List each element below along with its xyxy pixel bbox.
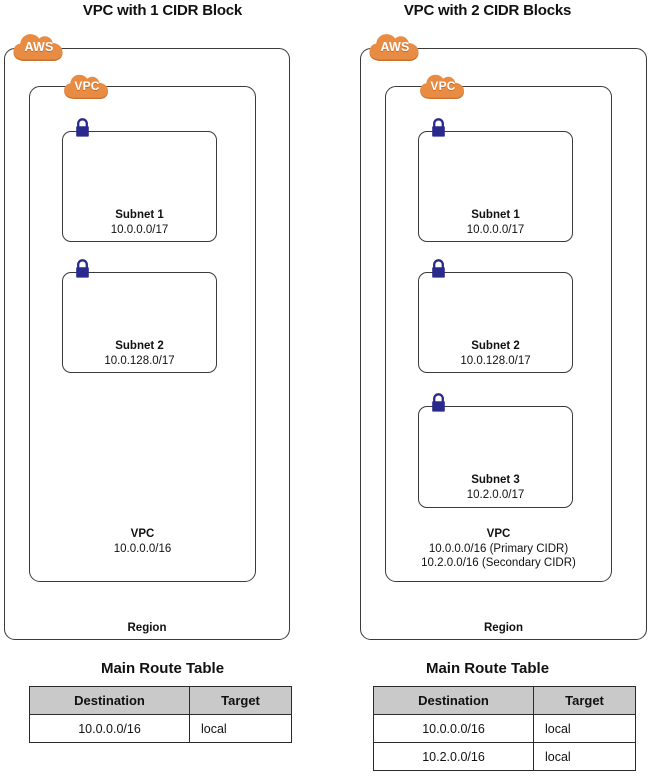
- subnet-2-cidr: 10.0.128.0/17: [104, 354, 175, 367]
- cell-target: local: [533, 714, 636, 743]
- lock-icon: [74, 259, 91, 280]
- aws-cloud-icon: AWS: [367, 32, 423, 64]
- subnet-1-title: Subnet 1: [115, 209, 164, 221]
- diagram-panel-dual-cidr: VPC with 2 CIDR Blocks Subnet 1 10.0.0.0…: [325, 0, 650, 776]
- subnet-1-cidr: 10.0.0.0/17: [110, 223, 169, 236]
- vpc-title: VPC: [486, 528, 511, 540]
- column-header-target: Target: [189, 686, 292, 715]
- subnet-3-cidr: 10.2.0.0/17: [466, 488, 525, 501]
- main-route-table: Destination Target 10.0.0.0/16 local 10.…: [373, 686, 636, 771]
- subnet-1-cidr: 10.0.0.0/17: [466, 223, 525, 236]
- table-header-row: Destination Target: [373, 686, 636, 715]
- table-header-row: Destination Target: [29, 686, 292, 715]
- vpc-cidr-primary: 10.0.0.0/16 (Primary CIDR): [428, 542, 569, 555]
- subnet-2-label: Subnet 2 10.0.128.0/17: [62, 339, 217, 368]
- route-table-title: Main Route Table: [100, 660, 225, 677]
- column-header-destination: Destination: [29, 686, 190, 715]
- lock-icon: [74, 118, 91, 139]
- cell-target: local: [533, 742, 636, 771]
- aws-cloud-icon: AWS: [11, 32, 67, 64]
- cell-target: local: [189, 714, 292, 743]
- region-label: Region: [484, 622, 523, 634]
- lock-icon: [430, 118, 447, 139]
- subnet-1-label: Subnet 1 10.0.0.0/17: [418, 208, 573, 237]
- subnet-box-1: [62, 131, 217, 242]
- cell-destination: 10.0.0.0/16: [373, 714, 534, 743]
- vpc-cloud-icon: VPC: [62, 72, 112, 102]
- subnet-2-label: Subnet 2 10.0.128.0/17: [418, 339, 573, 368]
- column-header-target: Target: [533, 686, 636, 715]
- cell-destination: 10.2.0.0/16: [373, 742, 534, 771]
- subnet-box-2: [418, 272, 573, 373]
- cell-destination: 10.0.0.0/16: [29, 714, 190, 743]
- subnet-3-title: Subnet 3: [471, 474, 520, 486]
- lock-icon: [430, 259, 447, 280]
- table-row: 10.0.0.0/16 local: [373, 714, 636, 743]
- vpc-title: VPC: [130, 528, 155, 540]
- vpc-label: VPC 10.0.0.0/16: [29, 527, 256, 556]
- diagram-panel-single-cidr: VPC with 1 CIDR Block Subnet 1 10.0.0.0/…: [4, 2, 292, 743]
- subnet-2-title: Subnet 2: [471, 340, 520, 352]
- table-row: 10.2.0.0/16 local: [373, 742, 636, 771]
- table-row: 10.0.0.0/16 local: [29, 714, 292, 743]
- panel-title: VPC with 1 CIDR Block: [82, 2, 243, 19]
- vpc-cidr-secondary: 10.2.0.0/16 (Secondary CIDR): [421, 557, 576, 569]
- subnet-2-cidr: 10.0.128.0/17: [460, 354, 531, 367]
- panel-title: VPC with 2 CIDR Blocks: [403, 2, 572, 19]
- column-header-destination: Destination: [373, 686, 534, 715]
- vpc-cidr-primary: 10.0.0.0/16: [113, 542, 172, 555]
- subnet-box-1: [418, 131, 573, 242]
- subnet-box-3: [418, 406, 573, 508]
- subnet-3-label: Subnet 3 10.2.0.0/17: [418, 473, 573, 502]
- subnet-box-2: [62, 272, 217, 373]
- region-label: Region: [127, 622, 167, 634]
- main-route-table: Destination Target 10.0.0.0/16 local: [29, 686, 292, 743]
- subnet-1-label: Subnet 1 10.0.0.0/17: [62, 208, 217, 237]
- lock-icon: [430, 393, 447, 414]
- route-table-title: Main Route Table: [425, 660, 550, 677]
- subnet-1-title: Subnet 1: [471, 209, 520, 221]
- subnet-2-title: Subnet 2: [115, 340, 164, 352]
- vpc-label: VPC 10.0.0.0/16 (Primary CIDR) 10.2.0.0/…: [385, 527, 612, 571]
- vpc-cloud-icon: VPC: [418, 72, 468, 102]
